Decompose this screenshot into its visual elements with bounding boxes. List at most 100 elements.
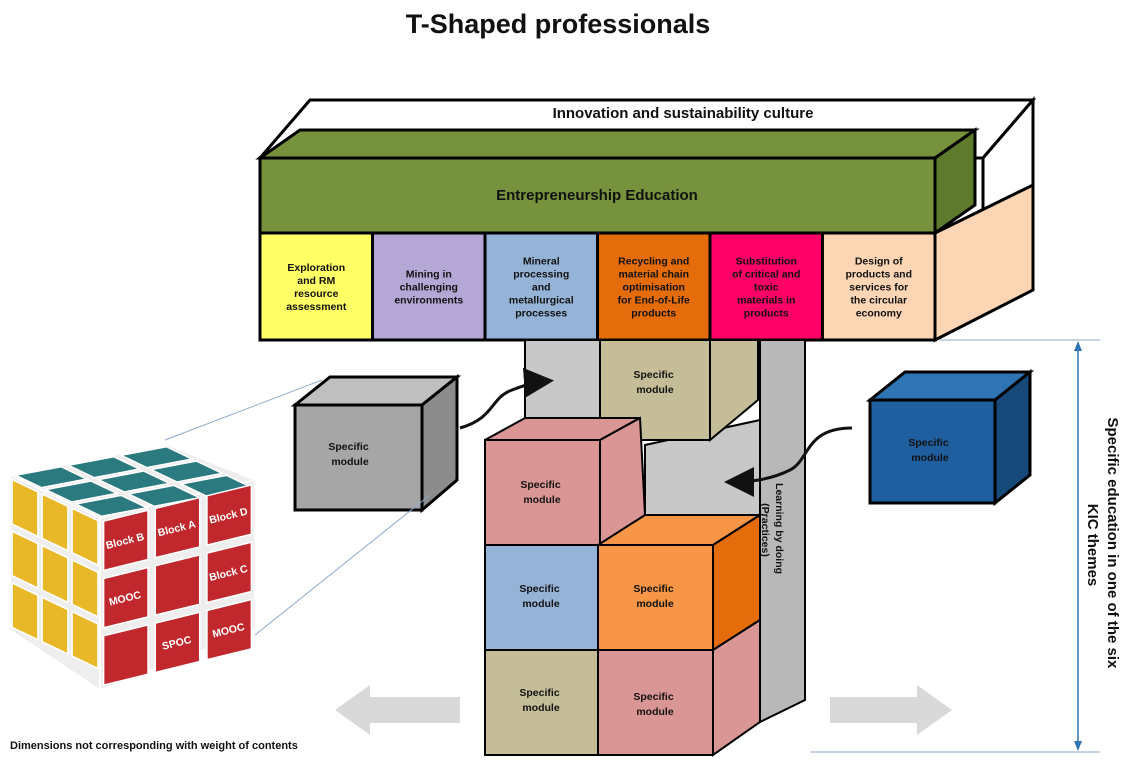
module-label-line-2: module	[522, 598, 559, 610]
connector-line-top	[164, 379, 323, 441]
rubik-top-tile	[96, 470, 172, 493]
svg-text:Specific module: Specific module	[633, 369, 676, 396]
theme-label-line: services for	[849, 282, 908, 294]
learning-by-doing-line-2: (Practices)	[759, 503, 771, 557]
theme-label-line: material chain	[618, 269, 689, 281]
diagram-title: T-Shaped professionals	[406, 9, 711, 39]
left-arrow-icon	[335, 685, 460, 735]
theme-label-line: metallurgical	[509, 295, 574, 307]
module-label-line-1: Specific	[633, 691, 673, 703]
dimensions-note: Dimensions not corresponding with weight…	[10, 740, 298, 752]
theme-label-line: products	[744, 308, 789, 320]
module-label-line-1: Specific	[520, 479, 560, 491]
svg-text:Specific module: Specific module	[328, 441, 371, 468]
theme-label-line: processing	[513, 269, 569, 281]
module-label-line-1: Specific	[633, 583, 673, 595]
rubik-left-tile	[41, 596, 69, 656]
theme-label-line: and	[532, 282, 551, 294]
module-pink-upper: Specific module	[484, 416, 647, 547]
connector-line-bottom	[254, 494, 431, 636]
svg-text:Specific module: Specific module	[633, 691, 676, 718]
module-label-line-2: module	[636, 384, 673, 396]
side-label-line-2: KIC themes	[1084, 504, 1101, 587]
rubik-left-tile	[71, 610, 99, 670]
theme-label-line: for End-of-Life	[618, 295, 690, 307]
theme-label-line: Recycling and	[618, 256, 689, 268]
module-grey-floating: Specific module	[290, 373, 462, 514]
learning-by-doing-column: Learning by doing (Practices)	[759, 339, 806, 724]
theme-label-line: assessment	[286, 301, 347, 313]
theme-label-line: toxic	[754, 282, 779, 294]
rubik-top-tile	[118, 445, 195, 469]
module-label-line-2: module	[911, 452, 948, 464]
side-label: Specific education in one of the six KIC…	[1084, 417, 1121, 672]
svg-text:Specific module: Specific module	[520, 479, 563, 506]
rubik-top-tile	[73, 494, 150, 518]
right-arrow-icon	[830, 685, 952, 735]
rubik-left-tile	[71, 507, 99, 567]
rubik-front-tile	[154, 496, 201, 559]
module-label-line-1: Specific	[519, 583, 559, 595]
theme-label-line: Substitution	[736, 256, 797, 268]
module-label-line-1: Specific	[908, 437, 948, 449]
rubik-top-tile	[43, 480, 120, 503]
theme-label-line: environments	[394, 295, 463, 307]
theme-label-line: and RM	[297, 275, 335, 287]
svg-text:Specific module: Specific module	[519, 687, 562, 714]
rubik-front-tile	[102, 509, 149, 572]
rubik-top-tile	[13, 465, 90, 489]
module-label-line-1: Specific	[328, 441, 368, 453]
module-label-line-2: module	[636, 706, 673, 718]
rubik-left-tile	[41, 492, 69, 552]
rubik-front-tile	[102, 566, 149, 629]
rubik-left-tile	[11, 478, 39, 538]
theme-label-line: Design of	[855, 256, 903, 268]
entrepreneurship-layer: Entrepreneurship Education	[255, 127, 980, 236]
rubik-left-tile	[11, 530, 39, 590]
rubik-front-tile	[154, 611, 201, 674]
module-blue-middle: Specific module	[484, 544, 599, 651]
theme-label-line: products	[631, 308, 676, 320]
rubik-left-tile	[41, 544, 69, 604]
svg-text:Specific module: Specific module	[908, 437, 951, 464]
theme-label-line: products and	[845, 269, 912, 281]
rubik-front-tile	[206, 598, 253, 661]
entrepreneurship-label: Entrepreneurship Education	[496, 187, 698, 204]
module-blue-floating: Specific module	[865, 368, 1035, 507]
theme-label-line: optimisation	[623, 282, 685, 294]
stem-back	[524, 339, 761, 516]
svg-text:Specific module: Specific module	[519, 583, 562, 610]
learning-by-doing-label: Learning by doing (Practices)	[759, 483, 785, 577]
theme-label-line: the circular	[850, 295, 907, 307]
theme-label-line: Exploration	[287, 262, 345, 274]
rubik-left-tile	[71, 558, 99, 618]
module-pink-lower: Specific module	[597, 618, 761, 757]
theme-label-line: of critical and	[732, 269, 800, 281]
theme-label-line: Mining in	[406, 269, 452, 281]
learning-by-doing-line-1: Learning by doing	[773, 483, 785, 574]
arrow-grey-module-in	[459, 367, 554, 430]
module-orange: Specific module	[594, 513, 764, 652]
rubik-front-tile	[206, 541, 253, 604]
module-label-line-2: module	[331, 456, 368, 468]
theme-label-line: Mineral	[523, 256, 560, 268]
rubik-front-tile	[102, 623, 149, 687]
module-label-line-1: Specific	[519, 687, 559, 699]
module-label-line-2: module	[636, 598, 673, 610]
side-label-line-1: Specific education in one of the six	[1104, 417, 1121, 669]
rubik-front-tile	[154, 553, 201, 617]
theme-label-line: economy	[856, 308, 902, 320]
dimension-bracket	[810, 339, 1100, 753]
